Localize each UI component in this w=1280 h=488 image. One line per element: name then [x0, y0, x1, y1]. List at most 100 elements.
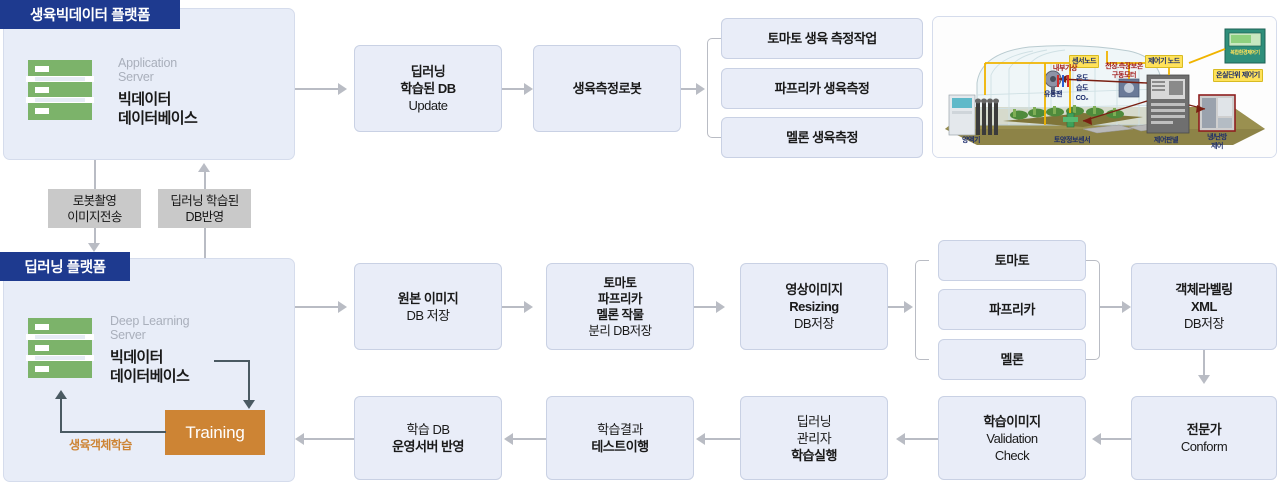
node-crop-split-db-line1: 토마토 — [603, 275, 637, 290]
arrow-right-to-measure-branch — [696, 83, 705, 95]
connector-node1-to-node2 — [502, 88, 527, 90]
training-box[interactable]: Training — [165, 410, 265, 455]
arrow-right-to-crop-split — [524, 301, 533, 313]
gh-caption-soil-sensor: 토양정보센서 — [1053, 137, 1091, 144]
branch-bracket-crops-left — [915, 260, 929, 360]
node-expert-conform-line2: Conform — [1180, 439, 1228, 454]
connector-labeling-to-expert — [1203, 350, 1205, 378]
connector-manager-to-testresult — [703, 438, 740, 440]
node-crop-paprika[interactable]: 파프리카 — [938, 289, 1086, 330]
arrow-down-to-training — [243, 400, 255, 409]
node-train-image-validation[interactable]: 학습이미지 Validation Check — [938, 396, 1086, 480]
connector-cropsplit-to-resizing — [694, 306, 719, 308]
chip-db-reflect-line1: 딥러닝 학습된 — [170, 193, 239, 208]
node-image-resizing-line3: DB저장 — [794, 316, 834, 331]
node-crop-melon-label: 멜론 — [1000, 352, 1024, 367]
node-object-labeling-xml-line1: 객체라벨링 — [1175, 282, 1233, 297]
node-crop-melon[interactable]: 멜론 — [938, 339, 1086, 380]
deeplearning-platform-title: 딥러닝 플랫폼 — [0, 252, 130, 281]
arrow-right-to-original-image — [338, 301, 347, 313]
loop-db-to-training-h — [214, 360, 250, 363]
gh-caption-humidity: 습도 — [1075, 85, 1089, 92]
node-melon-measure[interactable]: 멜론 생육측정 — [721, 117, 923, 158]
bigdata-server-type-label: Application Server — [118, 56, 177, 84]
greenhouse-sensor-diagram: 센서노드 제어기 노드 온실단위 제어기 양액기 토양정보센서 제어판넬 냉/난… — [932, 16, 1277, 158]
node-train-db-deploy-line1: 학습 DB — [406, 422, 450, 437]
node-dl-manager-train[interactable]: 딥러닝 관리자 학습실행 — [740, 396, 888, 480]
node-dl-manager-train-line2: 관리자 — [796, 430, 832, 446]
node-train-db-deploy-line2: 운영서버 반영 — [392, 439, 464, 454]
arrow-left-to-train-result-test — [696, 433, 705, 445]
node-expert-conform-line1: 전문가 — [1186, 422, 1222, 437]
node-object-labeling-xml-line3: DB저장 — [1184, 316, 1224, 331]
server-rack-icon — [26, 314, 94, 382]
node-original-image-db-line2: DB 저장 — [406, 307, 450, 323]
node-expert-conform[interactable]: 전문가 Conform — [1131, 396, 1277, 480]
node-crop-split-db-line2: 파프리카 — [597, 291, 643, 306]
node-dl-manager-train-line3: 학습실행 — [791, 447, 837, 463]
connector-chip-robot-down — [94, 228, 96, 246]
node-dl-db-update[interactable]: 딥러닝 학습된 DB Update — [354, 45, 502, 132]
gh-caption-ceiling-insulation-motor: 천장.측장보온 구동모터 — [1105, 63, 1143, 79]
node-growth-robot[interactable]: 생육측정로봇 — [533, 45, 681, 132]
gh-caption-circulation-fan: 유동팬 — [1043, 91, 1063, 98]
node-growth-robot-label: 생육측정로봇 — [572, 81, 642, 96]
gh-tag-controller-node: 제어기 노드 — [1145, 55, 1183, 68]
node-dl-db-update-line1: 딥러닝 — [410, 64, 446, 79]
arrow-down-to-expert-conform — [1198, 375, 1210, 384]
loop-training-to-db-v — [60, 398, 63, 433]
node-paprika-measure[interactable]: 파프리카 생육측정 — [721, 68, 923, 109]
arrow-up-to-dl-db — [55, 390, 67, 399]
node-tomato-measure-task[interactable]: 토마토 생육 측정작업 — [721, 18, 923, 59]
connector-deploy-to-dlpanel — [303, 438, 354, 440]
node-dl-manager-train-line1: 딥러닝 — [796, 413, 832, 429]
connector-bigdata-to-node1 — [295, 88, 340, 90]
gh-caption-internal-weather: 내부기상 — [1052, 65, 1078, 72]
node-tomato-measure-task-label: 토마토 생육 측정작업 — [767, 31, 877, 46]
node-crop-tomato[interactable]: 토마토 — [938, 240, 1086, 281]
server-rack-icon — [26, 56, 94, 124]
node-image-resizing-line1: 영상이미지 — [785, 282, 843, 297]
loop-db-to-training-v — [248, 360, 251, 401]
connector-cropbranch-to-labeling — [1100, 306, 1124, 308]
connector-testresult-to-deploy — [511, 438, 546, 440]
arrow-right-to-dl-db-update — [338, 83, 347, 95]
node-crop-paprika-label: 파프리카 — [989, 302, 1035, 317]
gh-caption-hvac-control: 냉/난방 제어 — [1207, 134, 1227, 150]
node-train-image-validation-line2: Validation — [986, 430, 1038, 446]
node-original-image-db-line1: 원본 이미지 — [397, 290, 459, 306]
gh-caption-nutrient-machine: 양액기 — [961, 137, 981, 144]
bigdata-server-name-label: 빅데이터 데이터베이스 — [118, 91, 198, 127]
branch-bracket-crops-right — [1086, 260, 1100, 360]
node-melon-measure-label: 멜론 생육측정 — [786, 130, 858, 145]
node-object-labeling-xml[interactable]: 객체라벨링 XML DB저장 — [1131, 263, 1277, 350]
connector-dl-to-bigdata-line-upper — [204, 172, 206, 189]
node-train-db-deploy[interactable]: 학습 DB 운영서버 반영 — [354, 396, 502, 480]
loop-label-growth-object-learning: 생육객체학습 — [69, 438, 132, 452]
chip-db-reflect-line2: DB반영 — [185, 209, 225, 224]
node-object-labeling-xml-line2: XML — [1191, 299, 1217, 314]
arrow-left-to-dl-platform — [295, 433, 304, 445]
node-train-result-test[interactable]: 학습결과 테스트이행 — [546, 396, 694, 480]
arrow-left-to-dl-manager — [896, 433, 905, 445]
gh-caption-controller-device: 복합환경제어기 — [1230, 50, 1260, 56]
bigdata-platform-title: 생육빅데이터 플랫폼 — [0, 0, 180, 29]
node-image-resizing[interactable]: 영상이미지 Resizing DB저장 — [740, 263, 888, 350]
connector-dlpanel-to-original-image — [295, 306, 340, 308]
node-train-result-test-line2: 테스트이행 — [591, 439, 649, 454]
gh-tag-greenhouse-unit-controller: 온실단위 제어기 — [1213, 69, 1263, 82]
dl-server-name-label: 빅데이터 데이터베이스 — [110, 349, 190, 385]
gh-caption-co2: CO₂ — [1075, 95, 1089, 102]
arrow-left-to-train-db-deploy — [504, 433, 513, 445]
node-paprika-measure-label: 파프리카 생육측정 — [774, 81, 870, 96]
node-crop-split-db[interactable]: 토마토 파프리카 멜론 작물 분리 DB저장 — [546, 263, 694, 350]
arrow-up-to-bigdata-platform — [198, 163, 210, 172]
arrow-down-to-dl-platform — [88, 243, 100, 252]
connector-expert-to-validation — [1100, 438, 1131, 440]
chip-robot-capture-line2: 이미지전송 — [67, 209, 122, 224]
loop-training-to-db-h — [60, 431, 166, 434]
connector-validation-to-manager — [903, 438, 938, 440]
node-crop-tomato-label: 토마토 — [994, 253, 1030, 268]
arrow-right-to-growth-robot — [524, 83, 533, 95]
node-original-image-db[interactable]: 원본 이미지 DB 저장 — [354, 263, 502, 350]
